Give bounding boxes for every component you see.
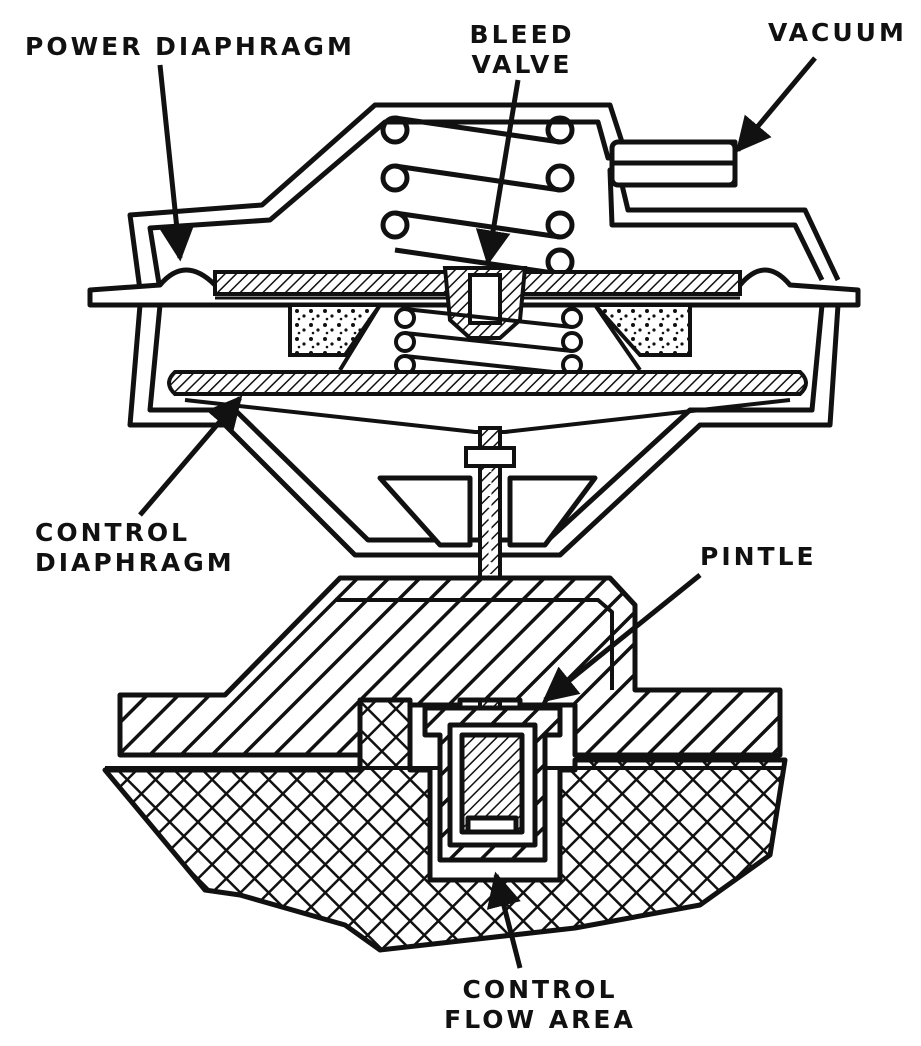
inner-cone bbox=[338, 303, 642, 372]
label-vacuum-text: VACUUM bbox=[768, 18, 907, 47]
label-bleed-valve: BLEED VALVE bbox=[452, 20, 592, 80]
label-control-diaphragm-line2: DIAPHRAGM bbox=[35, 548, 235, 577]
label-power-diaphragm-text: POWER DIAPHRAGM bbox=[25, 32, 355, 61]
label-control-flow-area: CONTROL FLOW AREA bbox=[440, 975, 640, 1035]
label-control-flow-area-line1: CONTROL bbox=[462, 975, 618, 1004]
label-power-diaphragm: POWER DIAPHRAGM bbox=[25, 32, 355, 62]
label-bleed-valve-line1: BLEED bbox=[469, 20, 575, 49]
upper-spring bbox=[380, 115, 575, 277]
label-pintle-text: PINTLE bbox=[700, 542, 817, 571]
arrow-control-diaphragm bbox=[138, 395, 243, 517]
arrow-pintle bbox=[542, 573, 702, 703]
leader-arrows bbox=[138, 56, 817, 969]
bleed-valve bbox=[442, 266, 528, 340]
label-control-diaphragm: CONTROL DIAPHRAGM bbox=[35, 518, 235, 578]
pintle-assembly bbox=[422, 705, 563, 863]
vacuum-port bbox=[609, 139, 738, 188]
label-vacuum: VACUUM bbox=[768, 18, 907, 48]
arrow-vacuum bbox=[735, 56, 817, 153]
arrow-power-diaphragm bbox=[157, 64, 195, 262]
arrow-bleed-valve bbox=[475, 79, 521, 266]
inner-spring bbox=[394, 307, 583, 376]
label-control-diaphragm-line1: CONTROL bbox=[35, 518, 191, 547]
label-control-flow-area-line2: FLOW AREA bbox=[444, 1005, 636, 1034]
spacer-blocks bbox=[288, 303, 692, 357]
label-pintle: PINTLE bbox=[700, 542, 817, 572]
lower-web bbox=[377, 475, 598, 548]
label-bleed-valve-line2: VALVE bbox=[471, 50, 573, 79]
arrow-control-flow-area bbox=[486, 871, 523, 969]
